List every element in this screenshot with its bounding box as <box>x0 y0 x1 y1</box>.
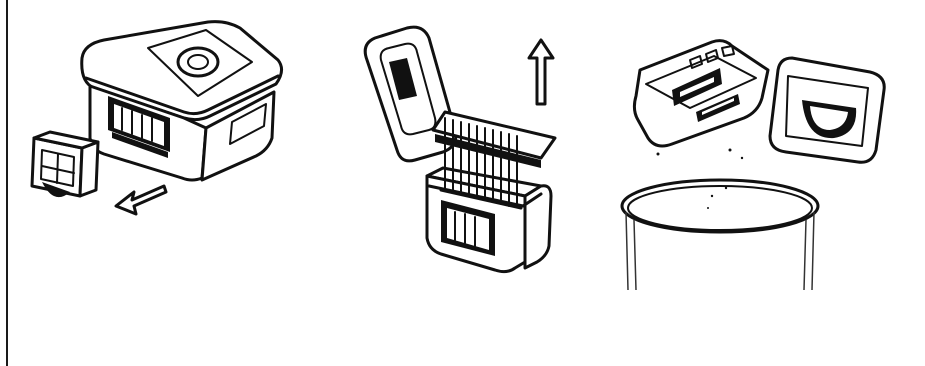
dust-box-body-icon <box>634 41 768 146</box>
dust-box-icon <box>82 22 282 180</box>
arrow-down-left-icon <box>116 186 166 214</box>
dust-box-lid-icon <box>770 58 884 162</box>
filter-icon <box>32 132 98 197</box>
step-2-illustration <box>345 0 585 300</box>
arrow-up-icon <box>529 40 553 104</box>
bin-icon <box>622 180 818 290</box>
left-border-line <box>6 0 8 366</box>
step-3-illustration <box>610 0 910 300</box>
step-1-illustration <box>20 0 290 300</box>
